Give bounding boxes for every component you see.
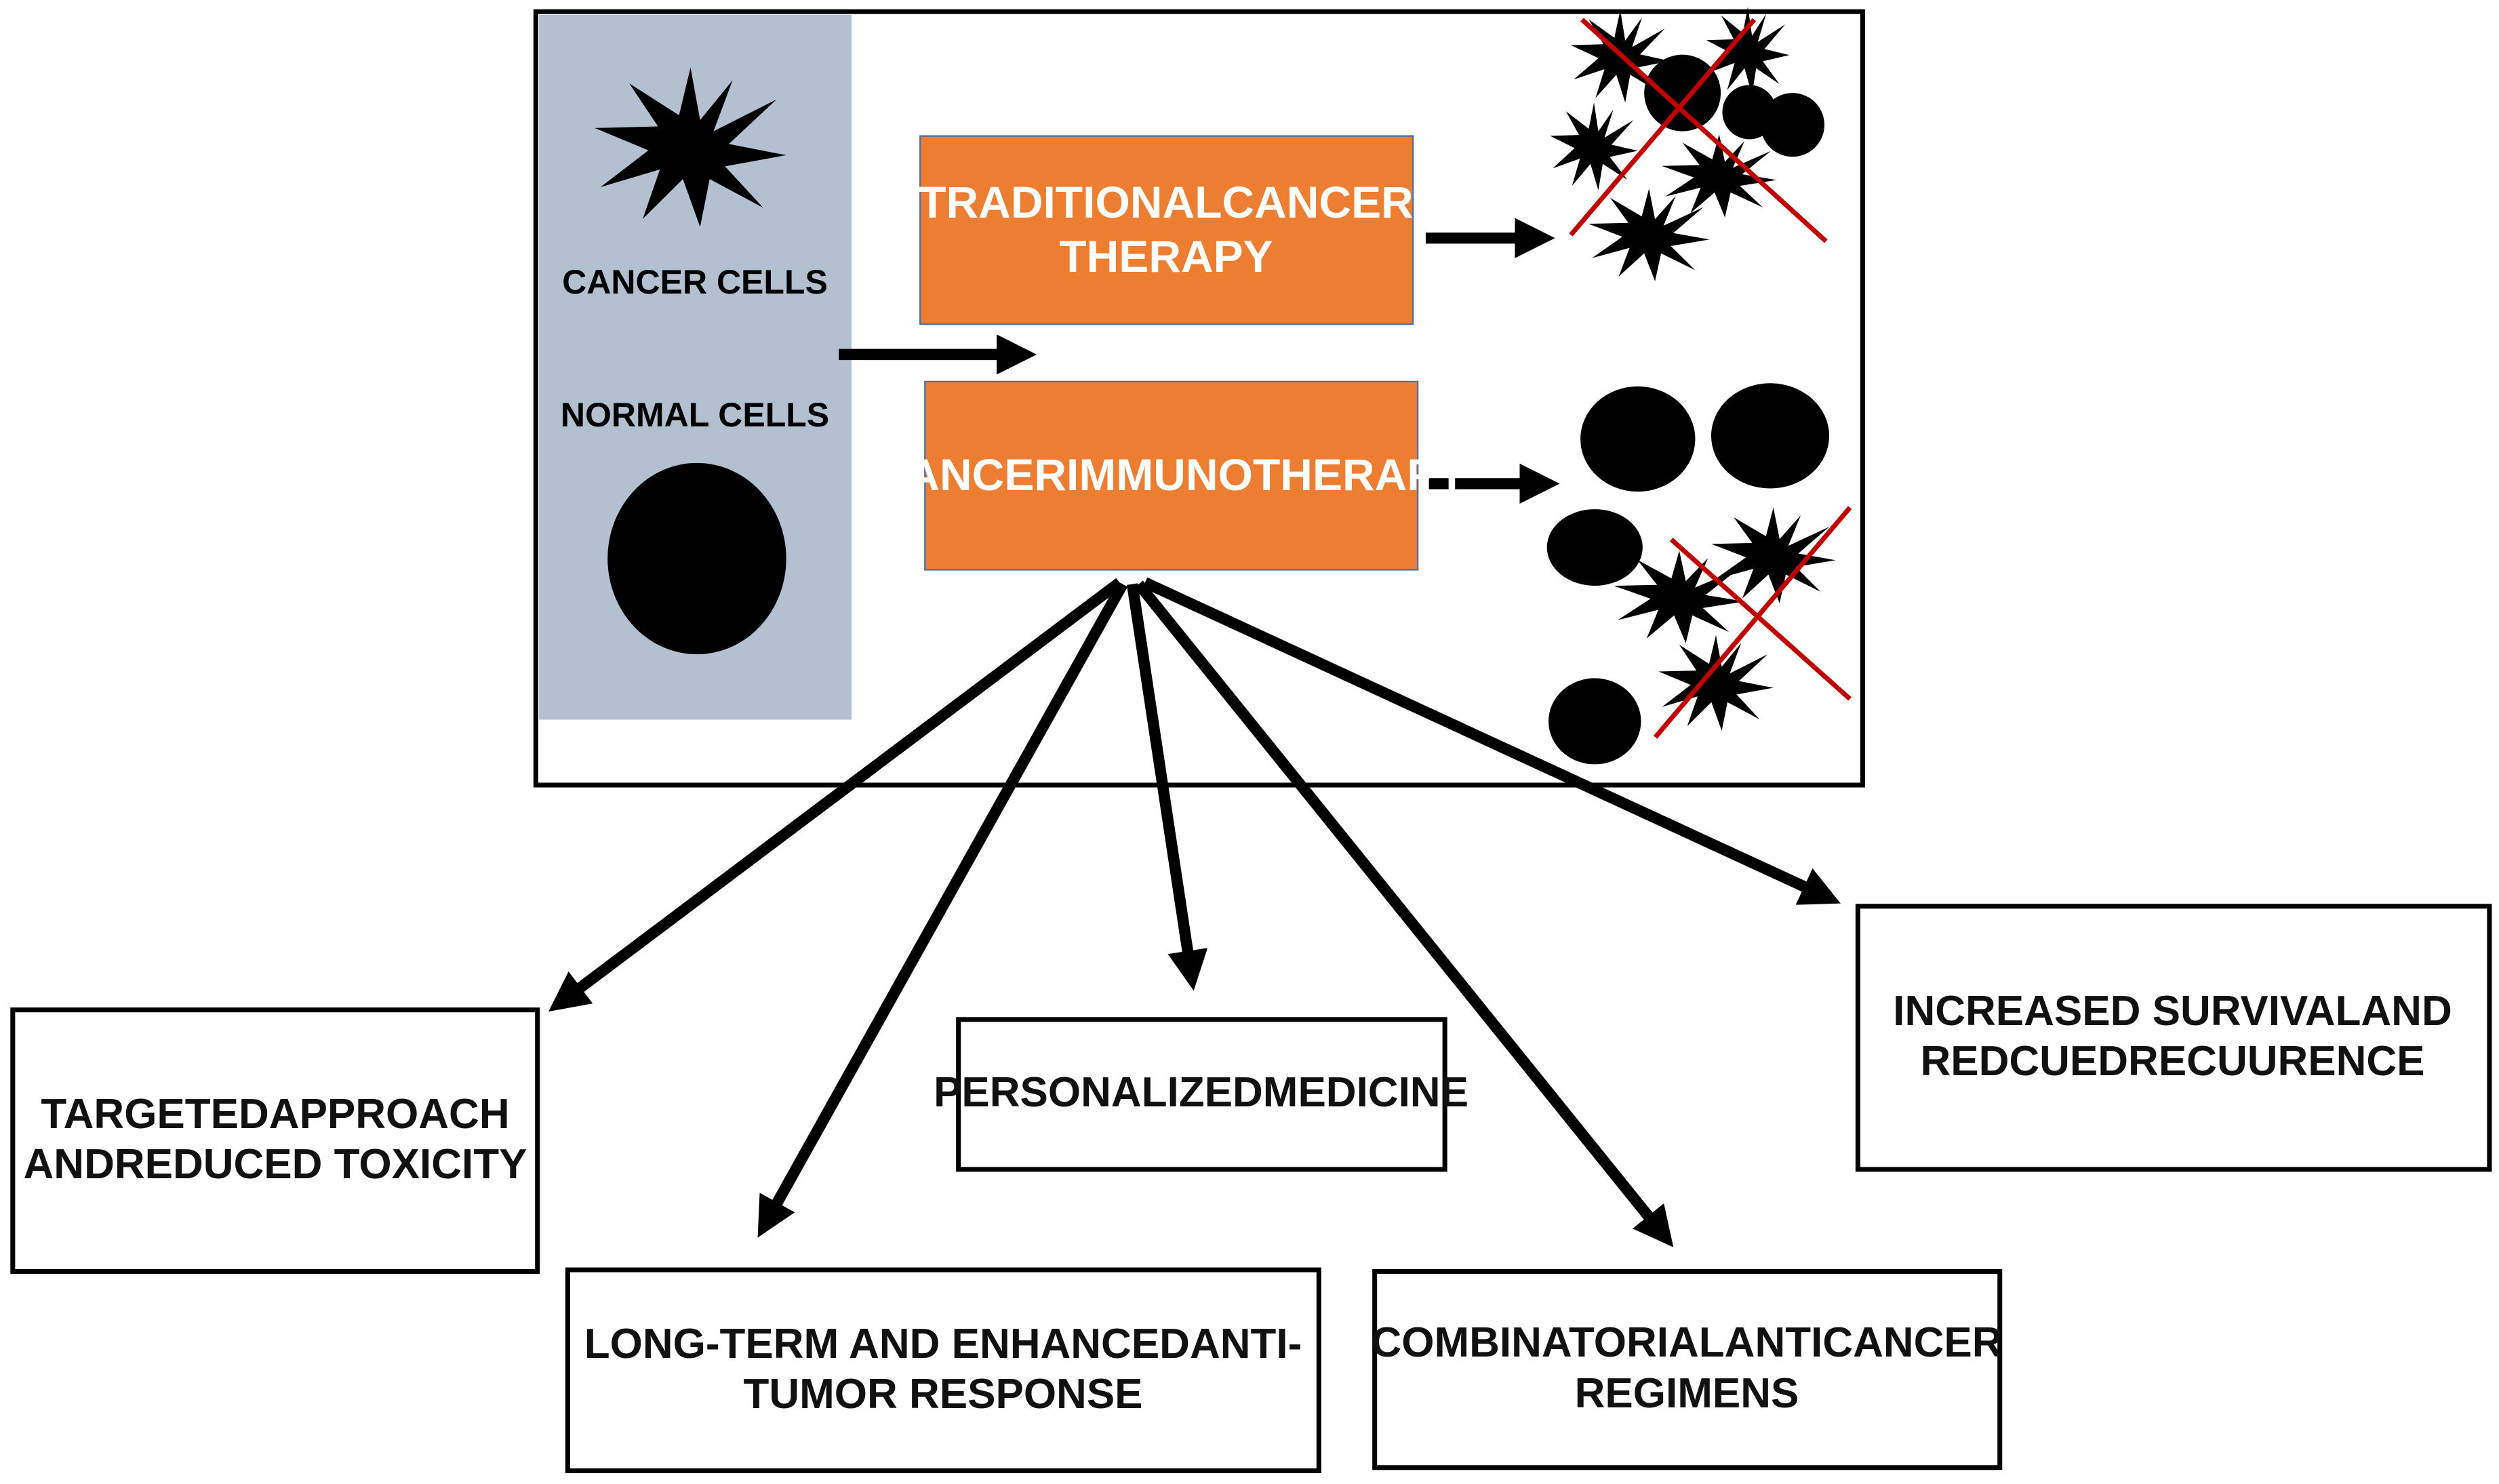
outcome-box-long-term (565, 1267, 1321, 1474)
immunotherapy-outcome-cells (1546, 383, 1836, 765)
arrow-to-survival (1142, 577, 1841, 905)
normal-cell-icon (1760, 93, 1824, 157)
normal-cells-label: NORMAL CELLS (560, 396, 830, 434)
immunotherapy-label: CANCERIMMUNOTHERAPY (875, 449, 1467, 500)
outcome-box-personalized (956, 1017, 1447, 1172)
outcome-box-targeted (10, 1007, 540, 1274)
traditional-outcome-cells (1550, 7, 1824, 281)
arrow-to-long-term (757, 581, 1128, 1238)
arrow-to-combinatorial (1134, 580, 1674, 1247)
long-term-response-label: LONG-TERM AND ENHANCEDANTI-TUMOR RESPONS… (584, 1320, 1302, 1418)
outcome-box-combinatorial (1372, 1268, 2003, 1470)
combinatorial-regimens-label: COMBINATORIALANTICANCER REGIMENS (1371, 1319, 2003, 1417)
outcome-arrows (548, 577, 1841, 1247)
normal-cell-icon (1711, 383, 1830, 489)
targeted-approach-label: TARGETEDAPPROACH ANDREDUCED TOXICITY (23, 1090, 527, 1188)
normal-cell-icon (1546, 509, 1643, 586)
normal-cell-legend-icon (607, 462, 786, 655)
normal-cell-icon (1580, 386, 1696, 492)
personalized-medicine-label: PERSONALIZEDMEDICINE (934, 1069, 1468, 1117)
increased-survival-label: INCREASED SURVIVALAND REDCUEDRECUURENCE (1893, 987, 2452, 1085)
normal-cell-icon (1644, 54, 1721, 132)
traditional-therapy-box (919, 135, 1414, 325)
arrow-to-personalized (1126, 583, 1208, 991)
cancer-cells-label: CANCER CELLS (562, 263, 828, 301)
traditional-therapy-label: TRADITIONALCANCER THERAPY (919, 177, 1414, 281)
normal-cell-icon (1548, 678, 1641, 765)
outcome-box-survival (1855, 904, 2492, 1172)
immunotherapy-box (924, 380, 1419, 571)
immunotherapy-cross-mark (1653, 506, 1852, 739)
arrow-to-targeted (548, 578, 1123, 1012)
traditional-cross-mark (1569, 18, 1828, 243)
